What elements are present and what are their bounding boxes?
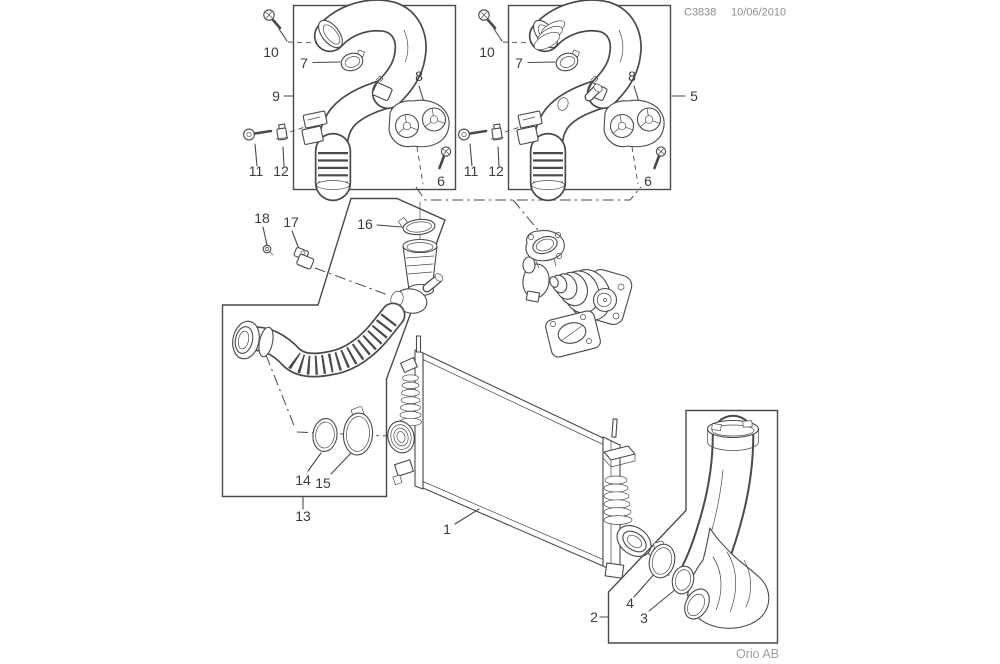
inset-box-9: 10 7 9 8 11 12 6 bbox=[244, 6, 456, 190]
callout-6: 6 bbox=[437, 173, 445, 189]
outlet-hose-drawing bbox=[678, 414, 770, 629]
mounting-pin-right bbox=[611, 418, 618, 438]
document-code: C3838 bbox=[684, 7, 716, 19]
callout-11b: 11 bbox=[464, 163, 479, 179]
stub-port bbox=[557, 83, 603, 111]
document-date: 10/06/2010 bbox=[731, 7, 786, 19]
callout-10b: 10 bbox=[479, 44, 495, 60]
callout-7: 7 bbox=[300, 55, 308, 71]
callout-13: 13 bbox=[295, 508, 311, 524]
callout-4: 4 bbox=[626, 595, 634, 611]
callout-2: 2 bbox=[590, 609, 598, 625]
seal-ring-3-icon bbox=[648, 565, 695, 612]
inset-box-13-border bbox=[221, 197, 446, 498]
callout-15: 15 bbox=[315, 475, 331, 491]
compressor-inlet-boss bbox=[592, 287, 618, 313]
sensor-17-icon bbox=[293, 247, 315, 270]
callout-9: 9 bbox=[272, 88, 280, 104]
hose-collar-rings bbox=[533, 20, 566, 51]
brand-text: Orio AB bbox=[736, 647, 779, 661]
callout-1: 1 bbox=[443, 521, 451, 537]
hose-neck-drawing bbox=[390, 238, 444, 314]
callout-8: 8 bbox=[415, 68, 423, 84]
callout-17: 17 bbox=[283, 214, 299, 230]
right-top-bracket bbox=[603, 445, 636, 468]
sensor-17-and-nut-18: 18 17 bbox=[254, 210, 315, 270]
inlet-port bbox=[387, 420, 415, 454]
intercooler-drawing: 1 bbox=[387, 335, 652, 579]
callout-12b: 12 bbox=[488, 163, 504, 179]
callout-3: 3 bbox=[640, 610, 648, 626]
callout-14: 14 bbox=[295, 472, 311, 488]
turbocharger-drawing bbox=[522, 229, 633, 358]
callout-18: 18 bbox=[254, 210, 270, 226]
callout-5: 5 bbox=[690, 88, 698, 104]
callout-16: 16 bbox=[357, 216, 373, 232]
inlet-bellows bbox=[399, 374, 422, 427]
clamp-16-icon bbox=[376, 217, 436, 236]
clamp-4-icon bbox=[633, 540, 676, 598]
callout-6b: 6 bbox=[644, 173, 652, 189]
turbo-inlet-flange bbox=[525, 229, 565, 269]
seal-ring-14-icon bbox=[307, 417, 338, 472]
inset-box-13: 16 14 15 13 bbox=[221, 197, 446, 524]
nut-18-icon bbox=[262, 244, 272, 254]
callout-11: 11 bbox=[249, 163, 264, 179]
callout-8b: 8 bbox=[628, 68, 636, 84]
mounting-pin-left bbox=[415, 335, 422, 353]
clamp-15-icon bbox=[330, 406, 374, 475]
callout-7b: 7 bbox=[515, 55, 523, 71]
callout-12: 12 bbox=[273, 163, 289, 179]
turbo-bottom-flange bbox=[545, 310, 601, 358]
outlet-bellows bbox=[603, 475, 633, 525]
callout-10: 10 bbox=[263, 44, 279, 60]
inset-box-2-border bbox=[607, 409, 779, 644]
inset-box-2: 2 4 3 bbox=[590, 409, 779, 644]
outlet-port bbox=[616, 525, 652, 557]
corrugated-hose-drawing bbox=[232, 302, 406, 378]
inset-box-5: 10 7 5 8 11 12 6 bbox=[459, 6, 698, 190]
